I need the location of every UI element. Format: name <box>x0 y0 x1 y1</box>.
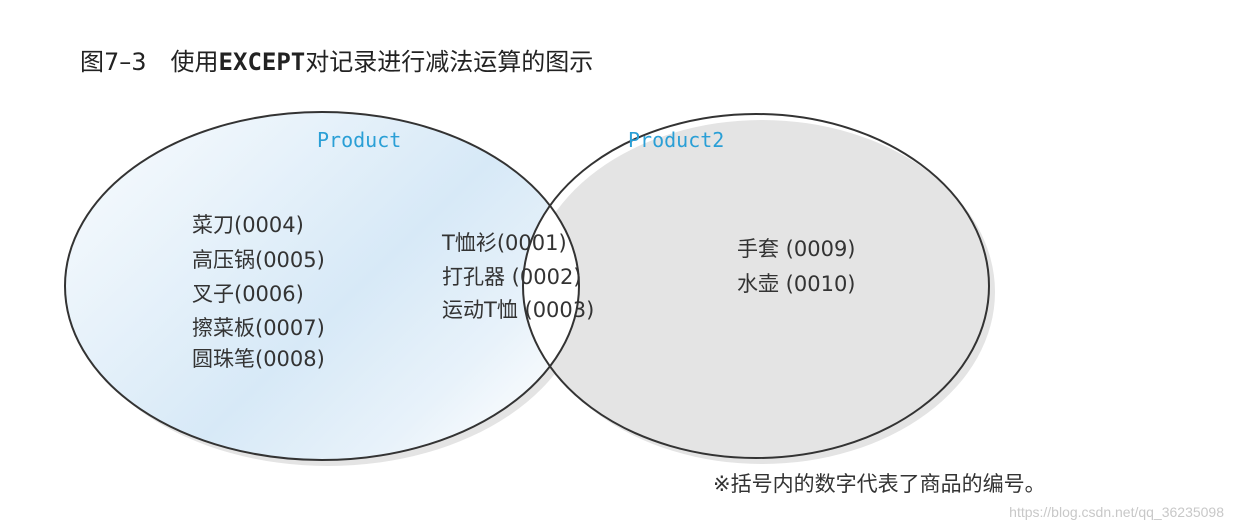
left-item: 擦菜板(0007) <box>192 316 325 340</box>
left-set-outline <box>64 111 580 461</box>
title-suffix: 对记录进行减法运算的图示 <box>305 48 594 76</box>
left-item: 菜刀(0004) <box>192 213 304 237</box>
right-set-outline <box>522 113 990 459</box>
footnote: ※括号内的数字代表了商品的编号。 <box>713 472 1046 496</box>
intersection-item: T恤衫(0001) <box>441 231 567 255</box>
right-set-shadow <box>529 120 995 464</box>
right-set-label: Product2 <box>628 128 724 152</box>
intersection-item: 运动T恤 (0003) <box>442 298 594 322</box>
title-prefix: 使用 <box>170 48 219 76</box>
left-item: 高压锅(0005) <box>192 248 325 272</box>
title-keyword: EXCEPT <box>218 48 306 76</box>
left-set-label: Product <box>317 128 401 152</box>
figure-number: 图7–3 <box>80 48 147 76</box>
watermark: https://blog.csdn.net/qq_36235098 <box>1009 504 1224 520</box>
left-set-circle <box>65 112 579 460</box>
left-item: 圆珠笔(0008) <box>192 347 325 371</box>
intersection-item: 打孔器 (0002) <box>442 265 582 289</box>
right-only-items: 手套 (0009) 水壶 (0010) <box>737 237 856 296</box>
right-item: 水壶 (0010) <box>737 272 856 296</box>
left-only-items: 菜刀(0004) 高压锅(0005) 叉子(0006) 擦菜板(0007) 圆珠… <box>192 213 325 371</box>
left-item: 叉子(0006) <box>192 282 304 306</box>
right-item: 手套 (0009) <box>737 237 856 261</box>
figure-title: 图7–3 使用EXCEPT对记录进行减法运算的图示 <box>80 42 593 77</box>
intersection-items: T恤衫(0001) 打孔器 (0002) 运动T恤 (0003) <box>441 231 594 322</box>
